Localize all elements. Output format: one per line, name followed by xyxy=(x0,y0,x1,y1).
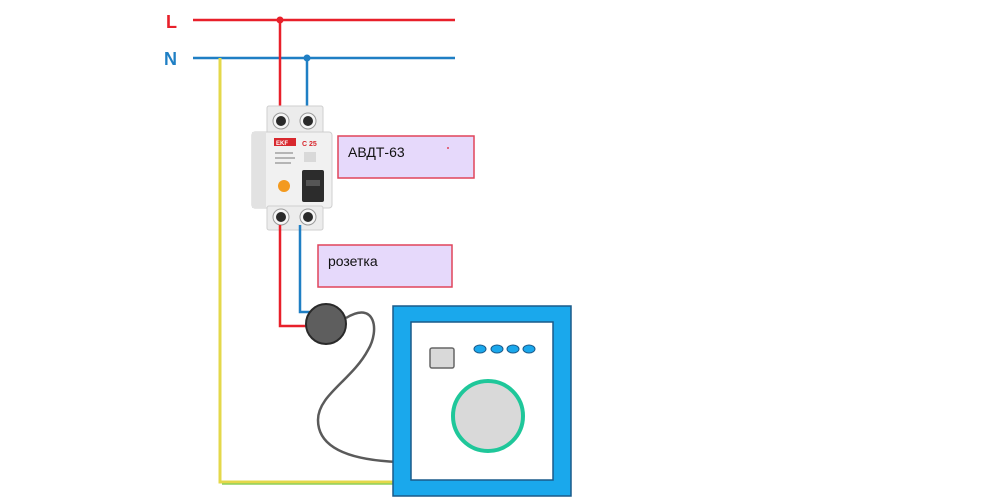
socket-label-box xyxy=(317,244,453,288)
neutral-output-wire xyxy=(298,225,316,314)
rcbo-device: EKF C 25 xyxy=(251,105,333,231)
indicator-light-icon xyxy=(506,344,520,354)
neutral-label: N xyxy=(164,49,177,69)
power-cord xyxy=(316,311,399,464)
washing-machine xyxy=(392,305,572,497)
indicator-light-icon xyxy=(522,344,536,354)
indicator-light-icon xyxy=(473,344,487,354)
brand-badge xyxy=(274,138,296,146)
drum-door-icon xyxy=(451,379,525,453)
indicator-light-icon xyxy=(490,344,504,354)
control-knob-icon xyxy=(429,347,455,369)
ground-wire xyxy=(218,58,400,484)
phase-junction xyxy=(276,16,284,24)
socket-label: розетка xyxy=(328,253,378,269)
device-label: АВДТ-63 xyxy=(348,144,405,160)
phase-label: L xyxy=(166,12,177,32)
device-label-box xyxy=(337,135,475,179)
neutral-junction xyxy=(303,54,311,62)
socket-icon xyxy=(305,303,347,345)
test-button-icon xyxy=(278,180,290,192)
phase-output-wire xyxy=(278,225,306,328)
rating-text: C 25 xyxy=(302,141,317,148)
brand-text: EKF xyxy=(276,141,288,147)
